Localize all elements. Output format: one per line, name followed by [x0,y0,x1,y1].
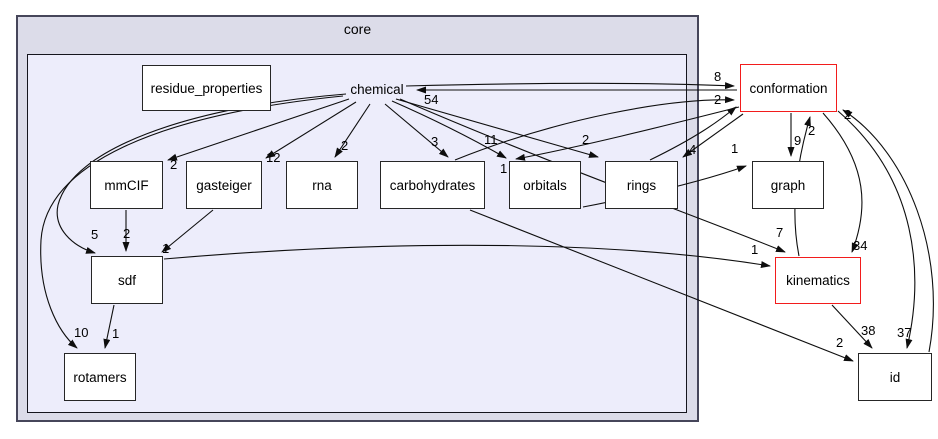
edge-count: 34 [853,238,868,253]
node-label: rotamers [73,369,127,385]
node-label: sdf [117,272,136,288]
node-label: id [889,369,901,385]
node-label: graph [770,177,806,193]
edge-count: 2 [170,157,178,172]
node-carbohydrates[interactable]: carbohydrates [380,161,485,209]
edge-count: 2 [582,132,590,147]
node-label: chemical [350,81,404,97]
node-gasteiger[interactable]: gasteiger [186,161,262,209]
edge-count: 2 [836,335,844,350]
node-orbitals[interactable]: orbitals [509,161,581,209]
node-residue-properties[interactable]: residue_properties [142,65,271,111]
edge-count: 3 [431,134,439,149]
node-kinematics[interactable]: kinematics [775,257,861,304]
edge-count: 38 [861,323,876,338]
node-label: kinematics [786,273,850,288]
edge-count: 2 [123,226,131,241]
edge-count: 7 [776,225,784,240]
node-label: rings [626,177,657,193]
node-label: gasteiger [196,177,252,193]
node-label: carbohydrates [389,177,476,193]
edge-count: 11 [484,132,498,147]
node-id[interactable]: id [858,353,932,401]
edge-conformation-kinematics [822,112,863,253]
edge-count: 4 [689,142,697,157]
node-mmcif[interactable]: mmCIF [90,161,163,209]
edge-count: 9 [794,133,802,148]
node-label: conformation [749,80,828,96]
edge-count: 2 [714,92,722,107]
node-label: residue_properties [150,80,263,96]
node-chemical: chemical [346,79,408,99]
node-rna[interactable]: rna [286,161,358,209]
node-sdf[interactable]: sdf [91,256,163,304]
node-label: orbitals [523,177,567,193]
node-rings[interactable]: rings [605,161,678,209]
edge-count: 37 [897,325,912,340]
edge-id-conformation [842,109,934,353]
edge-count: 2 [844,107,852,122]
edge-count: 5 [91,227,99,242]
node-label: rna [312,177,332,193]
node-conformation[interactable]: conformation [740,64,837,112]
edge-count: 1 [162,241,170,256]
edge-count: 8 [714,69,722,84]
cluster-core-label: core [343,21,372,37]
edge-count: 54 [424,92,439,107]
edge-count: 10 [74,325,89,340]
edge-conformation-id [837,110,916,349]
edge-count: 1 [112,326,120,341]
edge-count: 12 [266,150,281,165]
node-label: mmCIF [104,177,149,193]
edge-count: 1 [500,161,508,176]
edge-count: 1 [751,242,759,257]
node-graph[interactable]: graph [752,161,824,209]
edge-count: 2 [808,123,816,138]
edge-count: 1 [731,141,739,156]
node-rotamers[interactable]: rotamers [64,353,136,401]
edge-count: 2 [341,138,349,153]
